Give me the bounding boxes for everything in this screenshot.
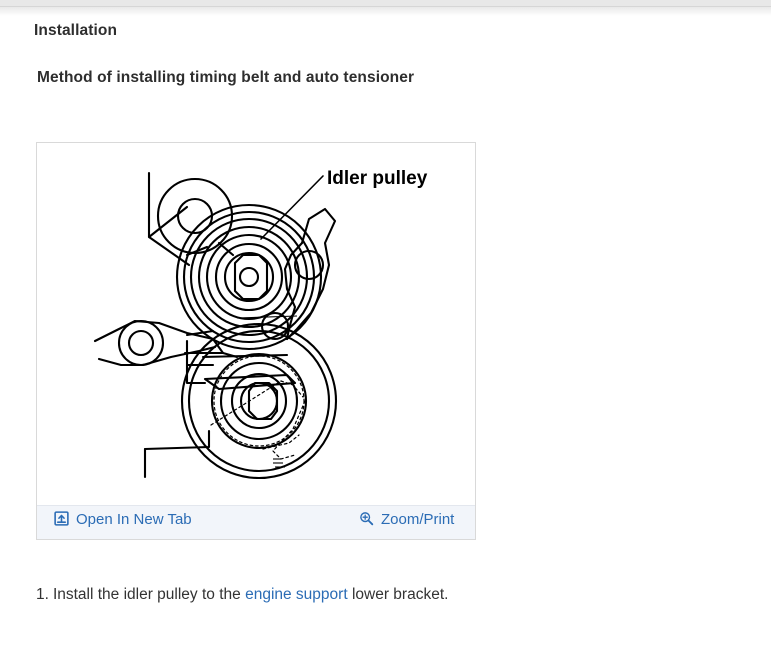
open-in-new-tab-button[interactable]: Open In New Tab: [54, 511, 192, 528]
page-title: Installation: [34, 22, 118, 39]
document-content: Installation Method of installing timing…: [0, 16, 771, 649]
zoom-print-label: Zoom/Print: [381, 511, 455, 528]
section-subtitle: Method of installing timing belt and aut…: [37, 69, 415, 86]
figure-toolbar: Open In New Tab Zoom/Print: [37, 505, 475, 539]
zoom-print-button[interactable]: Zoom/Print: [359, 511, 455, 528]
idler-pulley-diagram: Idler pulley: [37, 143, 475, 505]
diagram-label-idler-pulley: Idler pulley: [327, 168, 428, 189]
chrome-shadow: [0, 7, 771, 16]
figure-card: Idler pulley Open In New Tab: [36, 142, 476, 540]
open-in-new-tab-label: Open In New Tab: [76, 511, 192, 528]
step-text-after: lower bracket.: [347, 586, 449, 603]
engine-support-link[interactable]: engine support: [245, 586, 348, 603]
open-in-new-tab-icon: [54, 511, 69, 526]
technical-diagram-image[interactable]: Idler pulley: [37, 143, 475, 505]
step-number: 1.: [36, 586, 49, 603]
browser-chrome-bar: [0, 0, 771, 7]
magnifier-plus-icon: [359, 511, 374, 526]
step-text-before: Install the idler pulley to the: [52, 586, 246, 603]
installation-step-1: 1.Install the idler pulley to the engine…: [36, 586, 448, 604]
